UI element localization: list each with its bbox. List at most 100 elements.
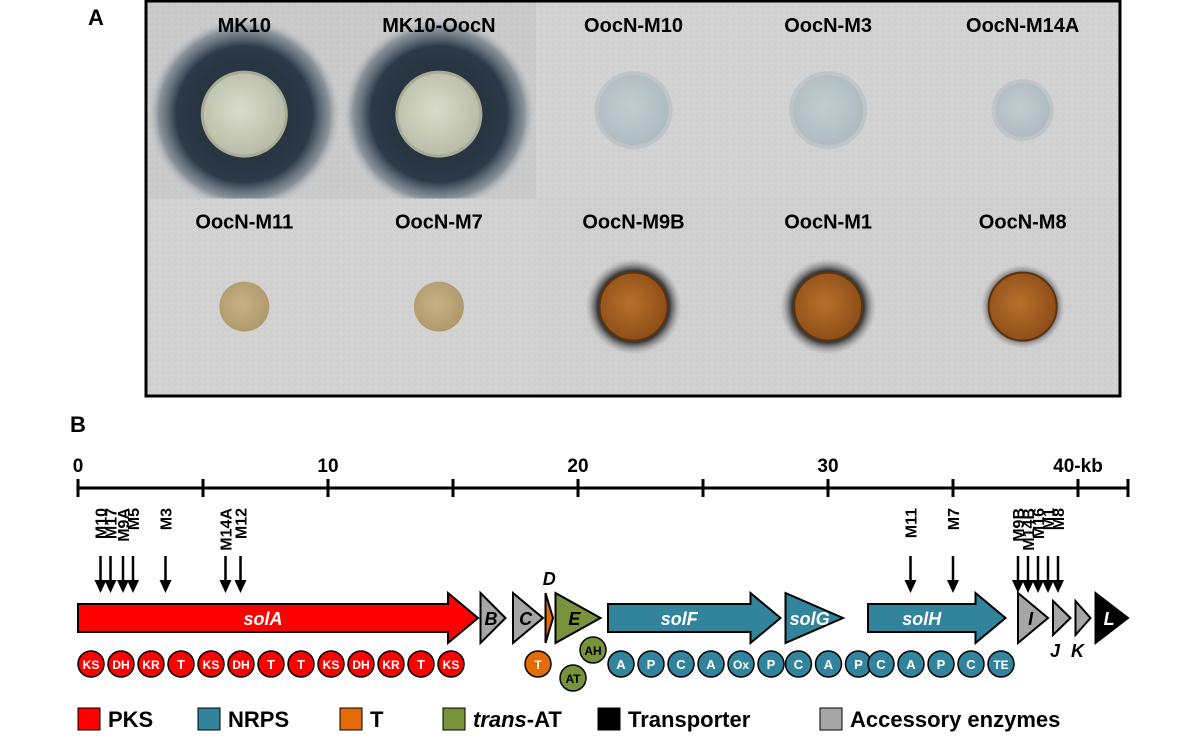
domain-dh [107,650,135,678]
legend-label: PKS [108,707,153,732]
panel-b-label: B [70,412,86,437]
insertion-arrow [1022,580,1034,593]
insertion-arrow [104,580,117,593]
legend-swatch [442,707,466,731]
domain-kr [137,650,165,678]
domain-label: KS [203,658,220,672]
panel-a-label: A [88,5,104,30]
legend-swatch [597,707,621,731]
ruler-label: 10 [317,456,338,477]
mutant-m8: M8 [1051,508,1068,593]
plate-oocn-m10: OocN-M10 [536,2,731,199]
gene-label: solG [790,609,830,629]
domain-label: A [824,657,834,672]
gene-label: B [485,609,498,629]
gene-label: K [1071,641,1086,661]
gene-arrow [512,590,545,646]
insertion-arrow [1012,580,1024,593]
domain-label: TE [993,658,1008,672]
domain-label: A [706,657,716,672]
domain-ks [317,650,345,678]
domain-label: T [297,657,305,672]
gene-label: L [1104,609,1115,629]
mutant-label: M3 [159,508,176,530]
domain-t [257,650,285,678]
gene-label: solA [243,609,282,629]
mutant-m10: M10 [94,508,111,593]
domain-label: P [647,657,656,672]
domain-label: C [876,657,886,672]
insertion-arrow [94,580,107,593]
strain-label: OocN-M9B [582,212,684,234]
domain-label: C [676,657,686,672]
mutant-m11: M11 [904,508,921,593]
colony [413,281,464,332]
domain-label: KR [382,658,400,672]
plate-oocn-m8: OocN-M8 [925,198,1120,395]
mutant-label: M14A [219,508,236,551]
strain-label: OocN-M8 [979,212,1067,234]
insertion-arrow [1032,580,1044,593]
colony [219,281,270,332]
plate-oocn-m11: OocN-M11 [147,198,342,395]
domain-label: P [937,657,946,672]
mutant-m3: M3 [159,508,176,593]
domain-label: Ox [733,658,749,672]
strain-label: MK10 [218,15,271,37]
domain-dh [347,650,375,678]
ruler-label: 20 [567,456,588,477]
mutant-m16: M16 [1031,508,1048,593]
gene-label: solF [661,609,699,629]
domain-c [867,650,895,678]
legend-swatch [339,707,363,731]
domain-c [957,650,985,678]
legend-item-nrps: NRPS [197,707,289,732]
domain-label: AT [565,672,581,686]
plate-mk10-oocn: MK10-OocN [341,2,537,212]
gene-solg: solG [784,591,846,645]
domain-a [814,650,843,678]
domain-ks [77,650,105,678]
mutant-m7: M7 [946,508,963,593]
domain-t [407,650,435,678]
gene-solb: B [479,590,507,646]
domain-a [697,650,725,678]
insertion-arrow [219,580,232,593]
gene-solh: solH [867,590,1008,646]
domain-ks [197,650,225,678]
strain-label: OocN-M1 [784,212,872,234]
gene-arrow [1017,590,1050,646]
insertion-arrow [117,580,129,593]
gene-arrow [1074,598,1092,638]
gene-arrow [784,591,846,645]
gene-label: solH [902,609,942,629]
legend-item-trans-at: trans-AT [442,707,562,732]
plate-oocn-m3: OocN-M3 [730,2,926,199]
mutant-m9b: M9B [1011,508,1028,593]
mutant-label: M11 [904,508,921,538]
colony [793,271,864,342]
mutant-label: M9B [1011,508,1028,542]
domain-label: P [854,657,863,672]
domain-label: DH [352,658,369,672]
mutant-label: M7 [946,508,963,530]
colony [793,75,864,146]
domain-t [524,650,552,678]
domain-label: KS [323,658,340,672]
domain-ox [727,650,755,678]
strain-label: OocN-M10 [584,15,683,37]
plate-oocn-m7: OocN-M7 [341,198,537,395]
mutant-m12: M12 [234,508,251,593]
plate-grid-border [144,0,1122,398]
strain-label: OocN-M7 [395,212,483,234]
gene-solc: C [512,590,545,646]
gene-label: D [543,569,556,589]
domain-t [167,650,195,678]
domain-label: T [177,657,185,672]
domain-label: AH [584,644,601,658]
mutant-label: M12 [234,508,251,539]
gene-arrow [479,590,507,646]
